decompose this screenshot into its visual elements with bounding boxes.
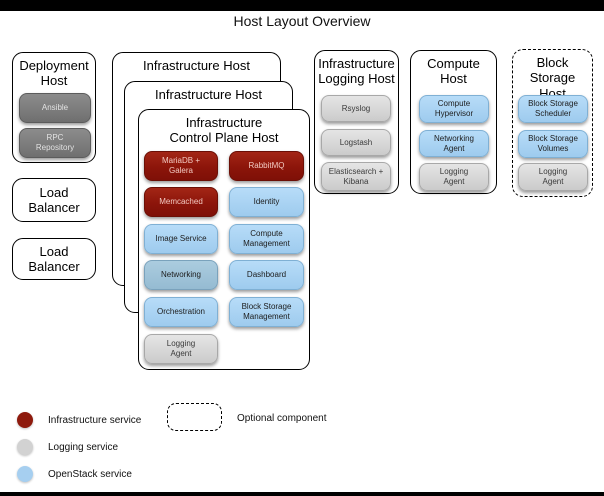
service-pill-mariadb-galera: MariaDB + Galera <box>144 151 218 181</box>
service-pill-logging-agent-block: Logging Agent <box>518 163 588 191</box>
legend-swatch-logging <box>17 439 33 455</box>
service-pill-networking-agent: Networking Agent <box>419 130 489 157</box>
control-plane-host-box: Infrastructure Control Plane Host MariaD… <box>138 109 310 370</box>
legend-label-infrastructure: Infrastructure service <box>48 415 142 426</box>
load-balancer-title-1: Load Balancer <box>28 184 80 215</box>
service-pill-compute-management: Compute Management <box>229 224 304 254</box>
service-pill-networking: Networking <box>144 260 218 290</box>
legend-label-optional: Optional component <box>237 413 327 424</box>
service-pill-block-storage-volumes: Block Storage Volumes <box>518 130 588 158</box>
compute-host-title: Compute Host <box>427 56 480 87</box>
service-pill-compute-hypervisor: Compute Hypervisor <box>419 95 489 123</box>
compute-host-box: Compute Host Compute Hypervisor Networki… <box>410 50 497 194</box>
logging-host-title: Infrastructure Logging Host <box>318 56 395 87</box>
deployment-host-title: Deployment Host <box>19 58 89 89</box>
legend-label-openstack: OpenStack service <box>48 469 132 480</box>
service-pill-logging-agent-control: Logging Agent <box>144 334 218 364</box>
service-pill-logging-agent-compute: Logging Agent <box>419 163 489 191</box>
top-letterbox-bar <box>0 0 604 11</box>
service-pill-logstash: Logstash <box>321 129 391 156</box>
service-pill-ansible: Ansible <box>19 93 91 123</box>
bottom-letterbox-bar <box>0 492 604 496</box>
control-plane-host-title: Infrastructure Control Plane Host <box>169 115 279 146</box>
service-pill-elasticsearch-kibana: Elasticsearch + Kibana <box>321 162 391 191</box>
service-pill-block-storage-scheduler: Block Storage Scheduler <box>518 95 588 123</box>
infrastructure-host-back-title: Infrastructure Host <box>143 58 250 73</box>
service-pill-rsyslog: Rsyslog <box>321 95 391 122</box>
page-title: Host Layout Overview <box>233 13 371 29</box>
service-pill-rpc-repository: RPC Repository <box>19 128 91 158</box>
block-storage-host-box: Block Storage Host Block Storage Schedul… <box>512 49 593 197</box>
load-balancer-box-2: Load Balancer <box>12 238 96 280</box>
legend-swatch-infrastructure <box>17 412 33 428</box>
load-balancer-box-1: Load Balancer <box>12 178 96 222</box>
logging-host-box: Infrastructure Logging Host Rsyslog Logs… <box>314 50 399 194</box>
load-balancer-title-2: Load Balancer <box>28 243 80 274</box>
service-pill-image-service: Image Service <box>144 224 218 254</box>
block-storage-host-title: Block Storage Host <box>529 55 576 101</box>
service-pill-orchestration: Orchestration <box>144 297 218 327</box>
legend-swatch-openstack <box>17 466 33 482</box>
service-pill-block-storage-management: Block Storage Management <box>229 297 304 327</box>
service-pill-rabbitmq: RabbitMQ <box>229 151 304 181</box>
service-pill-memcached: Memcached <box>144 187 218 217</box>
service-pill-identity: Identity <box>229 187 304 217</box>
legend-label-logging: Logging service <box>48 442 119 453</box>
deployment-host-box: Deployment Host Ansible RPC Repository <box>12 52 96 163</box>
service-pill-dashboard: Dashboard <box>229 260 304 290</box>
infrastructure-host-middle-title: Infrastructure Host <box>155 87 262 102</box>
legend-optional-component-box <box>167 403 222 431</box>
